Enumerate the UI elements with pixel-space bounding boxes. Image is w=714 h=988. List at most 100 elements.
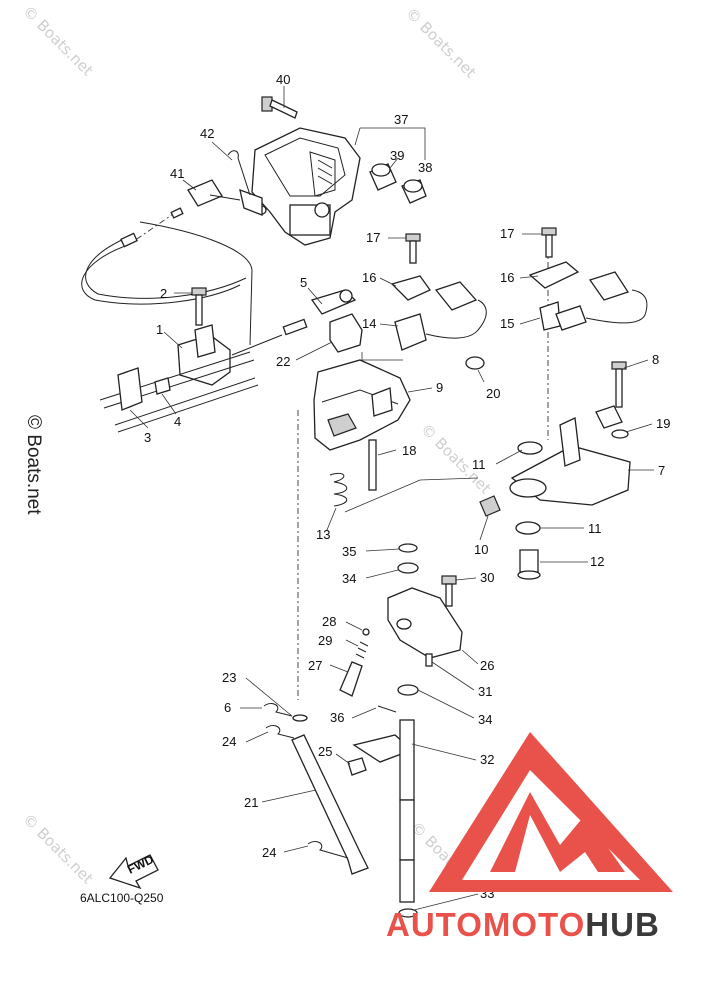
- bracket-7-tab: [559, 417, 581, 467]
- nut-25: [347, 757, 367, 776]
- housing-bracket: [239, 188, 263, 216]
- housing-body: [251, 127, 361, 246]
- switch-14-wire: [425, 299, 487, 339]
- leader-box: [361, 352, 403, 361]
- cable-run: [139, 221, 253, 346]
- callout: 17: [500, 226, 514, 241]
- bolt-17-head: [405, 233, 421, 242]
- bolt-2-head: [191, 287, 207, 296]
- leader-23: [245, 677, 293, 717]
- diagram-code: 6ALC100-Q250: [80, 891, 164, 905]
- bolt-12-flange: [517, 570, 541, 580]
- cable-end: [120, 232, 138, 248]
- leader-18: [377, 449, 397, 456]
- callout: 5: [300, 275, 307, 290]
- callout: 36: [330, 710, 344, 725]
- clip-24: [265, 725, 295, 739]
- leader-31: [431, 661, 475, 691]
- clip-24b: [307, 841, 349, 859]
- leader-20: [477, 369, 485, 383]
- housing-gear-teeth: [317, 159, 333, 185]
- leader-37: [354, 127, 426, 169]
- callout: 10: [474, 542, 488, 557]
- bolt-8-head: [611, 361, 627, 370]
- washer-35: [398, 543, 418, 553]
- leader-lines: [129, 86, 654, 911]
- bolt-30-head: [441, 575, 457, 585]
- callout-labels: 40 42 37 39 38 41 17 17 16 16 5 2 14 15 …: [144, 72, 670, 901]
- lower-assembly: [263, 543, 463, 918]
- callout: 42: [200, 126, 214, 141]
- part-3: [117, 367, 143, 411]
- callout: 17: [366, 230, 380, 245]
- leader-11: [495, 449, 523, 465]
- leader-33: [413, 893, 479, 911]
- remote-control-housing: [187, 96, 427, 246]
- plate-16b: [528, 261, 580, 289]
- bolt-2-shank: [195, 294, 203, 326]
- callout: 16: [362, 270, 376, 285]
- leader-4: [161, 393, 177, 415]
- automotohub-logo: AUTOMOTOHUB: [386, 732, 673, 943]
- bolt-8-shank: [615, 368, 623, 408]
- switch-15-wire: [585, 289, 648, 324]
- callout: 20: [486, 386, 500, 401]
- connector-15-plug: [588, 271, 630, 301]
- callout: 14: [362, 316, 376, 331]
- leader-32: [411, 743, 477, 761]
- leader-15: [519, 317, 541, 325]
- leader-30: [455, 577, 477, 581]
- callout: 4: [174, 414, 181, 429]
- callout: 26: [480, 658, 494, 673]
- callout: 24: [222, 734, 236, 749]
- block-22: [329, 313, 363, 353]
- bolt-17b-shank: [545, 234, 553, 258]
- logo-mark: [490, 792, 625, 872]
- leader-13: [326, 507, 337, 531]
- grommet-39-top: [371, 163, 391, 177]
- leader-10: [479, 515, 489, 541]
- right-assembly: [479, 227, 648, 580]
- callout: 35: [342, 544, 356, 559]
- housing-gear: [309, 151, 336, 197]
- logo-wordmark: AUTOMOTOHUB: [386, 906, 660, 943]
- joint-rod: [209, 194, 241, 201]
- arm-26-bore: [396, 618, 412, 630]
- housing-hole: [314, 202, 330, 218]
- shaft-32-upper: [399, 719, 415, 801]
- washer-11-top: [517, 441, 543, 455]
- leader-8: [623, 359, 649, 369]
- callout: 30: [480, 570, 494, 585]
- leader-3: [129, 409, 149, 429]
- lever-5-eye: [339, 289, 353, 303]
- link-rod-end: [282, 318, 308, 336]
- collar-34: [397, 562, 419, 574]
- leader-box-lower: [344, 477, 479, 513]
- callout: 29: [318, 633, 332, 648]
- ball-28: [362, 628, 370, 636]
- leader-9: [407, 387, 433, 393]
- spring-29: [355, 641, 369, 659]
- shaft-32-mid: [399, 799, 415, 861]
- callout: 2: [160, 286, 167, 301]
- callout: 13: [316, 527, 330, 542]
- washer-11-bottom: [515, 521, 541, 535]
- bolt-40-shank: [269, 99, 298, 119]
- bolt-17b-head: [541, 227, 557, 236]
- callout: 31: [478, 684, 492, 699]
- callout: 7: [658, 463, 665, 478]
- leader-21: [261, 789, 317, 803]
- leader-36: [351, 707, 377, 719]
- switch-14: [394, 313, 427, 351]
- callout: 12: [590, 554, 604, 569]
- callout: 34: [342, 571, 356, 586]
- logo-word-automoto: AUTOMOTO: [386, 906, 585, 943]
- arm-26: [387, 587, 463, 659]
- collar-19: [595, 405, 623, 429]
- washer-19: [611, 429, 629, 439]
- leader-16: [379, 277, 397, 287]
- bolt-30-shank: [445, 583, 453, 607]
- callout: 15: [500, 316, 514, 331]
- leader-24: [245, 731, 269, 743]
